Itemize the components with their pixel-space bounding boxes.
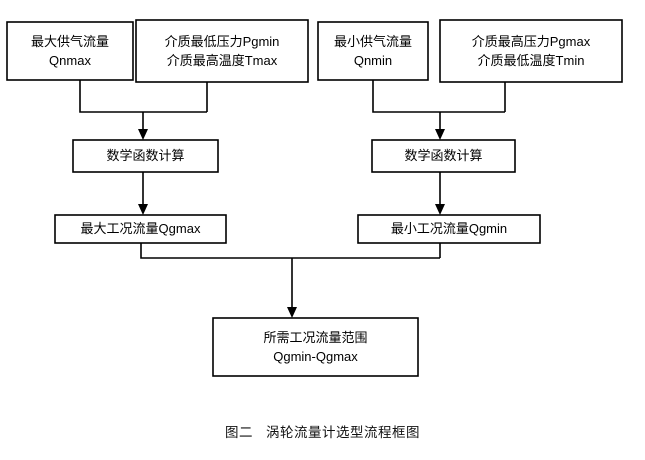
- box-qgmin-result: [357, 214, 541, 244]
- figure-caption-title: 涡轮流量计选型流程框图: [266, 425, 420, 440]
- box-math-calc-left: [72, 139, 219, 173]
- arrowhead-math-calc-right-to-qgmin: [435, 204, 445, 215]
- connector-max-supply-to-merge-left: [79, 80, 207, 113]
- box-qgmax-result: [54, 214, 227, 244]
- box-max-supply-flow: [6, 21, 134, 81]
- box-math-calc-right: [371, 139, 516, 173]
- arrowhead-merge-right-to-math-calc: [435, 129, 445, 140]
- box-medium-max-pressure-min-temp: [439, 19, 623, 83]
- box-min-supply-flow: [317, 21, 429, 81]
- figure-caption-label: 图二: [225, 425, 253, 440]
- figure-caption: 图二涡轮流量计选型流程框图: [0, 421, 645, 441]
- arrowhead-merge-bottom-to-required-range: [287, 307, 297, 318]
- box-required-range: [212, 317, 419, 377]
- arrowhead-merge-left-to-math-calc: [138, 129, 148, 140]
- box-medium-min-pressure-max-temp: [135, 19, 309, 83]
- arrowhead-math-calc-left-to-qgmax: [138, 204, 148, 215]
- connector-min-supply-to-merge-right: [372, 80, 505, 113]
- connector-qgmax-to-merge-bottom: [140, 243, 440, 259]
